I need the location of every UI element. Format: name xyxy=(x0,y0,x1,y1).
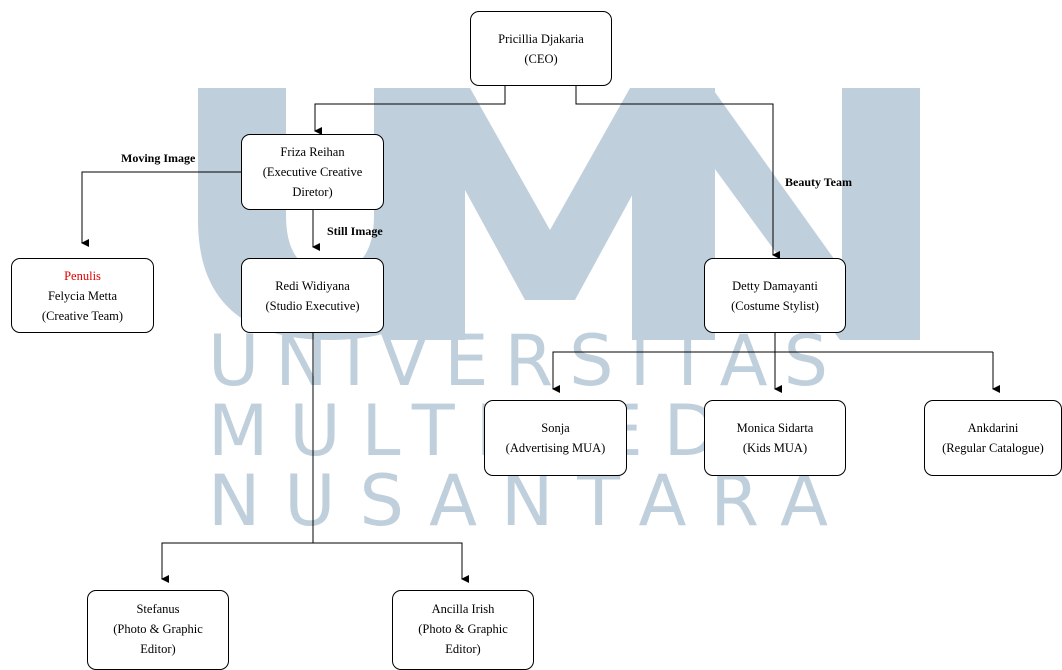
node-role: Editor) xyxy=(140,642,176,656)
node-role: (Costume Stylist) xyxy=(731,298,819,313)
node-ceo: Pricillia Djakaria (CEO) xyxy=(470,11,612,86)
node-name: Friza Reihan xyxy=(280,145,345,159)
connector-friza-felycia xyxy=(81,171,241,247)
node-name: Stefanus xyxy=(136,602,180,616)
connector-redi-ancilla xyxy=(313,542,469,583)
node-role: (Kids MUA) xyxy=(742,441,808,455)
node-name: Sonja xyxy=(541,421,570,435)
node-name: Monica Sidarta xyxy=(736,421,814,435)
node-felycia: Penulis Felycia Metta (Creative Team) xyxy=(11,258,154,333)
node-role: (Photo & Graphic xyxy=(418,622,508,636)
node-friza: Friza Reihan (Executive Creative Diretor… xyxy=(241,134,384,210)
node-ancilla: Ancilla Irish (Photo & Graphic Editor) xyxy=(392,590,534,670)
node-monica: Monica Sidarta (Kids MUA) xyxy=(704,400,846,476)
node-role: Editor) xyxy=(445,642,481,656)
node-role: (Advertising MUA) xyxy=(505,441,606,455)
node-name: Detty Damayanti xyxy=(732,278,818,293)
node-name: Redi Widiyana xyxy=(275,278,350,293)
connector-detty-sonja xyxy=(552,351,993,393)
node-role: (Photo & Graphic xyxy=(113,622,203,636)
node-name: Ankdarini xyxy=(967,421,1019,435)
node-stefanus: Stefanus (Photo & Graphic Editor) xyxy=(87,590,229,670)
edge-label-still-image: Still Image xyxy=(327,224,383,238)
node-name: Pricillia Djakaria xyxy=(498,31,584,46)
node-name: Felycia Metta xyxy=(47,288,118,303)
node-sonja: Sonja (Advertising MUA) xyxy=(484,400,627,476)
node-role: (Executive Creative xyxy=(262,165,363,179)
node-redi: Redi Widiyana (Studio Executive) xyxy=(241,258,384,333)
watermark-line-1: UNIVERSITAS xyxy=(208,320,828,402)
connector-ceo-friza xyxy=(314,86,506,135)
node-role: Diretor) xyxy=(292,185,333,199)
connector-ceo-detty xyxy=(575,86,780,259)
node-role: (Creative Team) xyxy=(41,308,124,323)
node-tag-penulis: Penulis xyxy=(64,268,101,283)
edge-label-moving-image: Moving Image xyxy=(121,151,196,165)
node-ankdarini: Ankdarini (Regular Catalogue) xyxy=(924,400,1062,476)
node-role: (CEO) xyxy=(524,51,558,66)
node-role: (Regular Catalogue) xyxy=(942,441,1044,455)
node-detty: Detty Damayanti (Costume Stylist) xyxy=(704,258,846,333)
connector-redi-stefanus xyxy=(161,542,313,583)
node-role: (Studio Executive) xyxy=(265,298,360,313)
node-name: Ancilla Irish xyxy=(431,602,495,616)
edge-label-beauty-team: Beauty Team xyxy=(785,175,853,189)
